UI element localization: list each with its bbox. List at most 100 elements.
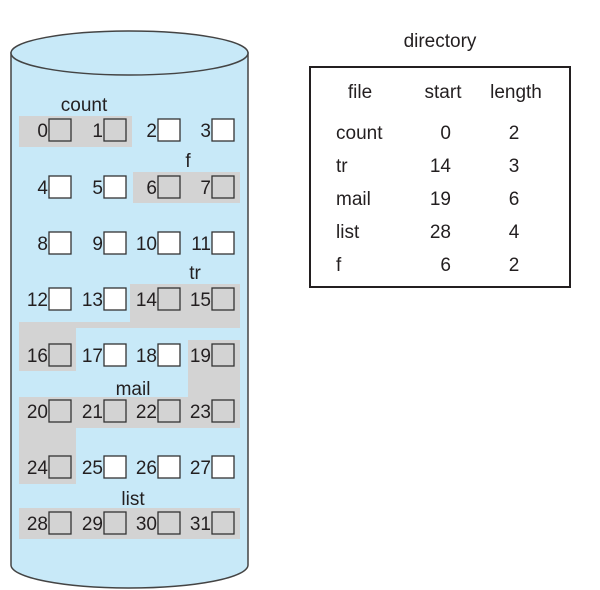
block-number: 14 — [136, 290, 158, 311]
disk-block-7: 7 — [200, 175, 235, 199]
block-number: 16 — [27, 346, 48, 367]
table-row: count 0 2 — [336, 123, 519, 144]
cell-start: 6 — [440, 255, 451, 276]
disk-block-2: 2 — [146, 118, 181, 142]
block-number: 29 — [82, 514, 103, 535]
disk-block-12: 12 — [27, 287, 72, 311]
allocated-block-box — [211, 343, 235, 367]
cell-file: f — [336, 255, 342, 276]
directory-box — [309, 66, 571, 288]
disk-block-3: 3 — [200, 118, 235, 142]
allocated-block-box — [211, 287, 235, 311]
disk-block-10: 10 — [136, 231, 181, 255]
file-label-mail: mail — [116, 379, 151, 400]
free-block-box — [48, 175, 72, 199]
block-number: 26 — [136, 458, 157, 479]
block-number: 4 — [37, 178, 48, 199]
allocated-block-box — [211, 511, 235, 535]
block-number: 9 — [92, 234, 103, 255]
file-label-count: count — [61, 95, 108, 116]
block-number: 10 — [136, 234, 157, 255]
header-length: length — [490, 82, 542, 103]
disk-block-20: 20 — [27, 399, 72, 423]
disk-block-26: 26 — [136, 455, 181, 479]
free-block-box — [211, 455, 235, 479]
disk-block-11: 11 — [191, 231, 235, 255]
header-file: file — [348, 82, 372, 103]
allocated-block-box — [103, 399, 127, 423]
free-block-box — [211, 118, 235, 142]
block-number: 18 — [136, 346, 157, 367]
cell-length: 2 — [509, 255, 520, 276]
allocated-block-box — [48, 511, 72, 535]
free-block-box — [48, 231, 72, 255]
block-number: 13 — [82, 290, 103, 311]
directory-title: directory — [404, 31, 477, 52]
disk-block-18: 18 — [136, 343, 181, 367]
allocated-block-box — [157, 399, 181, 423]
file-label-f: f — [185, 151, 191, 172]
block-number: 12 — [27, 290, 48, 311]
table-row: list 28 4 — [336, 222, 520, 243]
disk-block-1: 1 — [92, 118, 127, 142]
block-number: 6 — [146, 178, 157, 199]
block-number: 25 — [82, 458, 103, 479]
free-block-box — [103, 287, 127, 311]
cell-start: 28 — [430, 222, 451, 243]
free-block-box — [103, 231, 127, 255]
block-number: 17 — [82, 346, 103, 367]
file-label-list: list — [121, 489, 145, 510]
allocated-block-box — [211, 175, 235, 199]
block-number: 22 — [136, 402, 157, 423]
disk-block-21: 21 — [82, 399, 127, 423]
disk-block-22: 22 — [136, 399, 181, 423]
free-block-box — [48, 287, 72, 311]
block-number: 1 — [92, 121, 103, 142]
tr-region — [19, 284, 240, 371]
cell-length: 4 — [509, 222, 520, 243]
disk-block-27: 27 — [190, 455, 235, 479]
allocated-block-box — [103, 511, 127, 535]
disk-block-23: 23 — [190, 399, 235, 423]
disk-block-6: 6 — [146, 175, 181, 199]
table-row: mail 19 6 — [336, 189, 519, 210]
cell-length: 3 — [509, 156, 520, 177]
allocated-block-box — [48, 455, 72, 479]
header-start: start — [425, 82, 463, 103]
cell-start: 14 — [430, 156, 452, 177]
free-block-box — [157, 118, 181, 142]
free-block-box — [211, 231, 235, 255]
disk-block-8: 8 — [37, 231, 72, 255]
block-number: 0 — [37, 121, 48, 142]
disk-block-14: 14 — [136, 287, 181, 311]
cell-start: 19 — [430, 189, 451, 210]
disk-block-4: 4 — [37, 175, 72, 199]
allocated-block-box — [103, 118, 127, 142]
block-number: 8 — [37, 234, 48, 255]
file-labels: count f tr mail list — [61, 95, 202, 510]
free-block-box — [157, 231, 181, 255]
block-number: 2 — [146, 121, 157, 142]
block-number: 21 — [82, 402, 103, 423]
block-number: 24 — [27, 458, 49, 479]
block-number: 7 — [200, 178, 211, 199]
allocated-block-box — [157, 175, 181, 199]
allocated-block-box — [48, 118, 72, 142]
disk-block-17: 17 — [82, 343, 127, 367]
disk-block-16: 16 — [27, 343, 72, 367]
block-number: 3 — [200, 121, 211, 142]
cell-file: tr — [336, 156, 348, 177]
block-number: 5 — [92, 178, 103, 199]
disk-block-19: 19 — [190, 343, 235, 367]
file-label-tr: tr — [189, 263, 201, 284]
cell-file: mail — [336, 189, 371, 210]
block-number: 28 — [27, 514, 48, 535]
block-number: 30 — [136, 514, 157, 535]
disk-block-15: 15 — [190, 287, 235, 311]
disk-block-28: 28 — [27, 511, 72, 535]
disk-block-31: 31 — [190, 511, 235, 535]
free-block-box — [103, 175, 127, 199]
allocated-block-box — [48, 343, 72, 367]
